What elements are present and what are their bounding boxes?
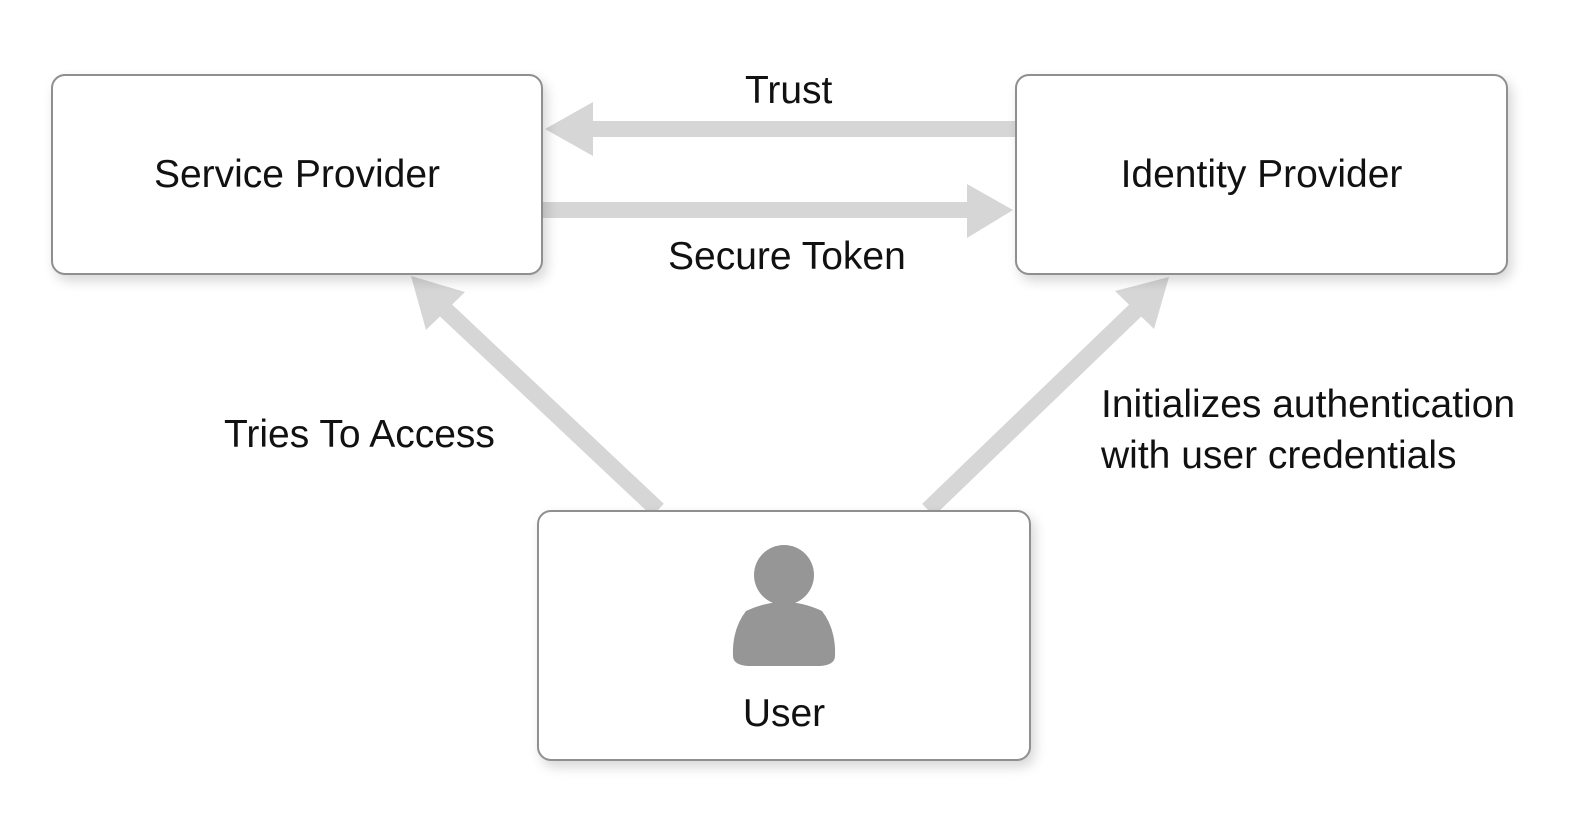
trust-label: Trust [745, 69, 833, 112]
tries-access-label: Tries To Access [224, 413, 495, 456]
init-auth-label-line-1: Initializes authentication [1101, 383, 1516, 426]
secure-token-arrow [543, 184, 1013, 238]
init-auth-label-line-2: with user credentials [1101, 433, 1457, 477]
identity-provider-box: Identity Provider [1015, 74, 1508, 275]
service-provider-box: Service Provider [51, 74, 543, 275]
user-label: User [742, 692, 826, 735]
identity-provider-label: Identity Provider [1120, 153, 1403, 196]
init-auth-label: Initializes authentication with user cre… [1101, 380, 1515, 481]
user-box: User [537, 510, 1031, 761]
secure-token-label: Secure Token [668, 235, 906, 278]
tries-access-arrow [411, 276, 664, 517]
service-provider-label: Service Provider [153, 153, 441, 196]
user-silhouette-icon [732, 545, 836, 666]
trust-arrow [545, 102, 1015, 156]
init-auth-arrow [922, 277, 1169, 517]
